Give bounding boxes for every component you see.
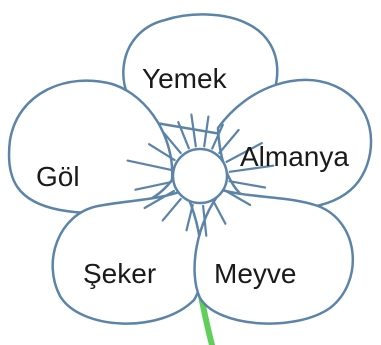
- petal-label-top: Yemek: [142, 63, 228, 94]
- center-ray: [185, 204, 194, 232]
- center-rays: [126, 113, 275, 237]
- petal-label-bottom-left: Şeker: [83, 258, 156, 289]
- center-ray: [224, 189, 252, 207]
- center-ray: [134, 181, 172, 191]
- center-ray: [126, 159, 172, 171]
- center-ray: [211, 123, 224, 150]
- center-ray: [202, 204, 208, 237]
- center-ray: [148, 143, 176, 162]
- center-ray: [228, 180, 267, 189]
- center-ray: [143, 189, 176, 210]
- flower-center: [171, 147, 229, 205]
- center-ray: [203, 115, 210, 148]
- petal-label-bottom-right: Meyve: [214, 258, 296, 289]
- center-ray: [161, 197, 182, 222]
- center-ray: [177, 121, 190, 150]
- center-ray: [225, 142, 263, 163]
- center-ray: [213, 201, 227, 225]
- center-ray: [218, 128, 240, 155]
- petal-label-left: Göl: [36, 161, 80, 192]
- center-ray: [162, 132, 182, 155]
- petal-bottom-right: [193, 188, 355, 325]
- petal-label-right: Almanya: [240, 141, 349, 172]
- center-ray: [228, 164, 275, 173]
- center-ray: [190, 113, 197, 148]
